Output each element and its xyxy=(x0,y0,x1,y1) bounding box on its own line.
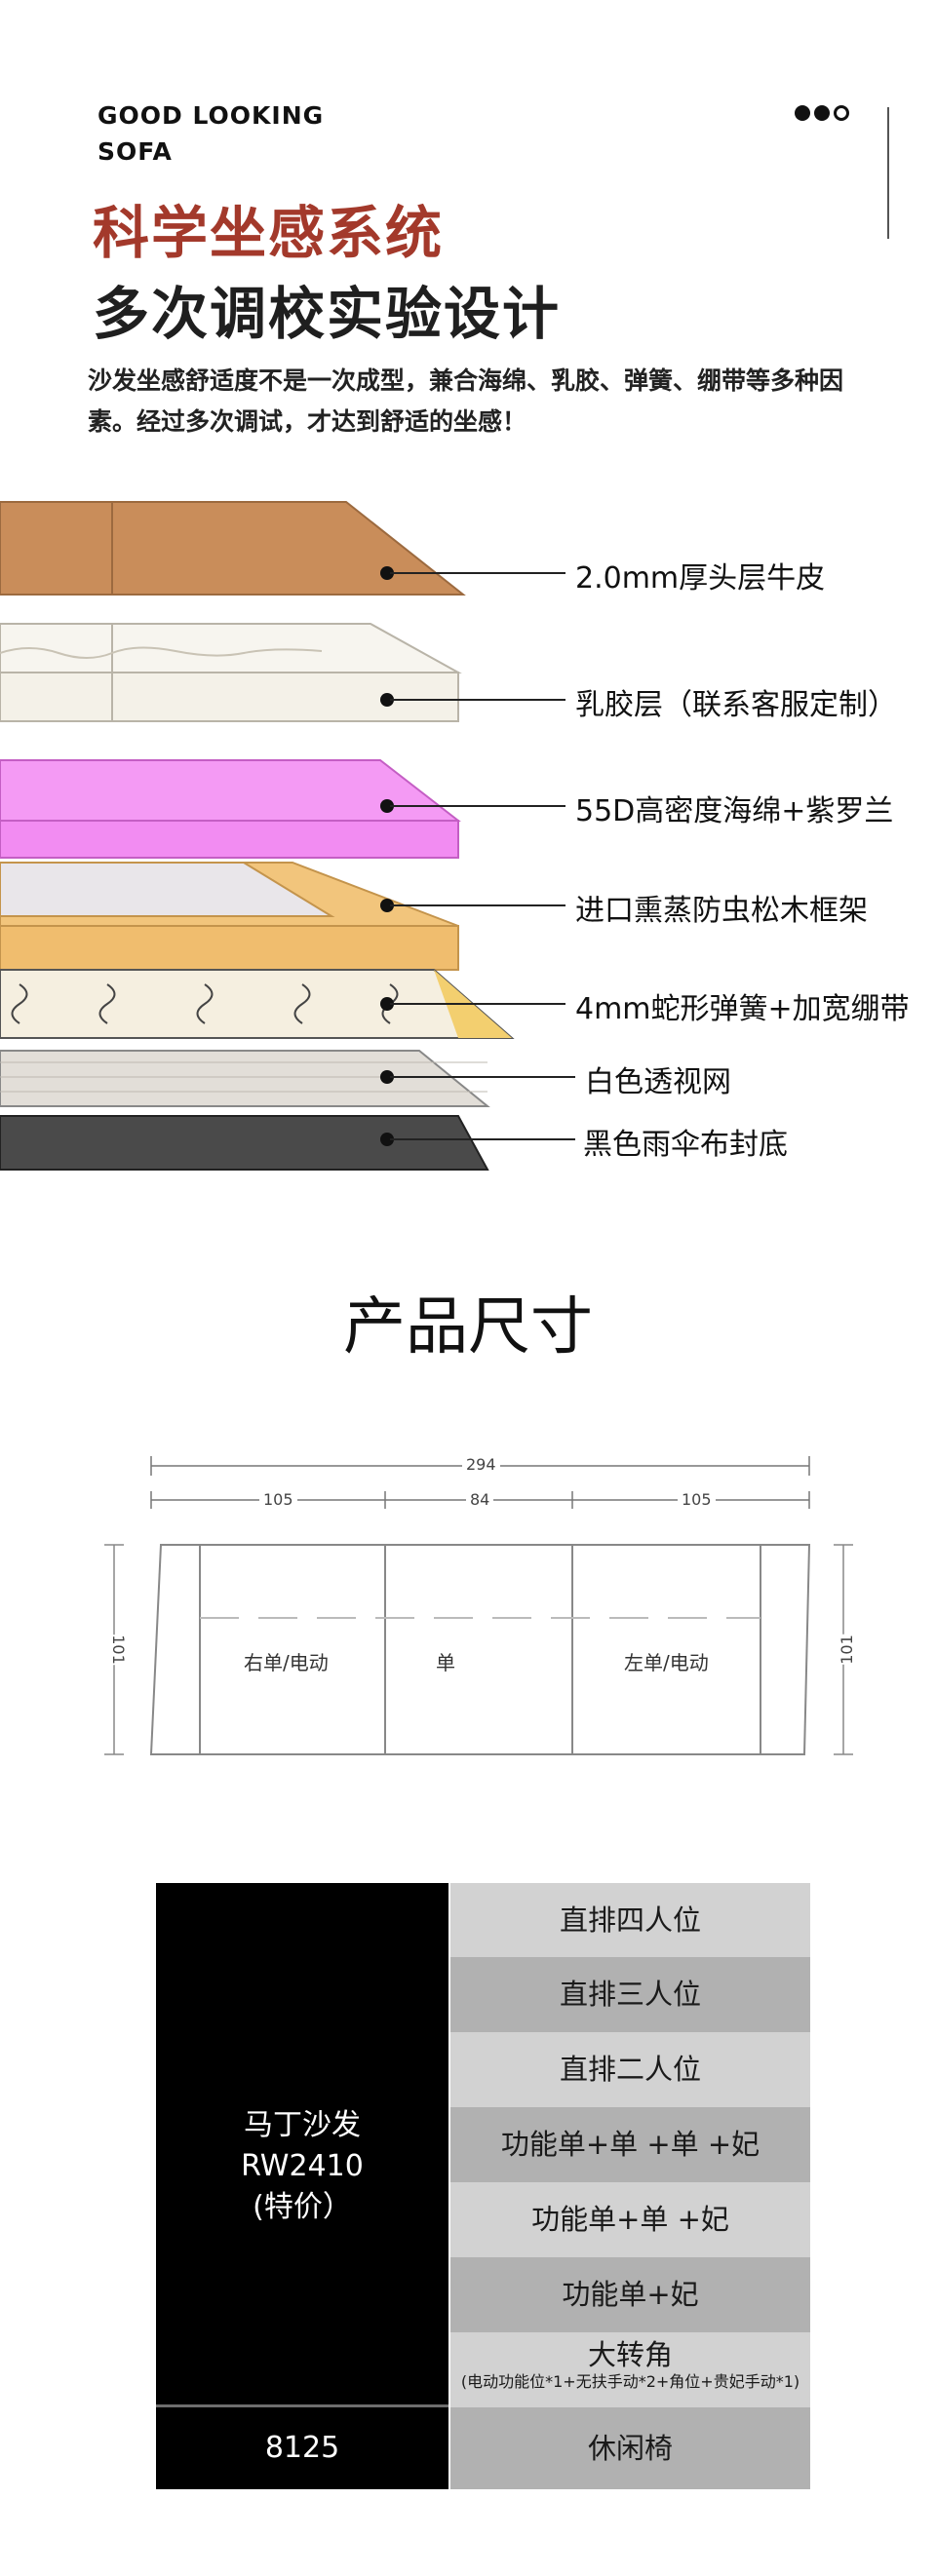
row-label: 功能单+单 +妃 xyxy=(531,2203,729,2236)
dim-seg-mid: 84 xyxy=(466,1490,494,1509)
table-row: 功能单+单 +单 +妃 xyxy=(450,2107,810,2182)
row-label: 直排二人位 xyxy=(559,2053,701,2086)
layer-label-leather: 2.0mm厚头层牛皮 xyxy=(575,561,826,596)
product-name-line-2: RW2410 xyxy=(241,2149,364,2183)
page-title-red: 科学坐感系统 xyxy=(93,200,445,266)
product-name-line-1: 马丁沙发 xyxy=(244,2108,361,2142)
product-name-line-3: (特价） xyxy=(253,2190,352,2224)
module-label-mid: 单 xyxy=(436,1651,455,1674)
layer-leader-6 xyxy=(390,1076,575,1078)
layer-label-springs: 4mm蛇形弹簧+加宽绷带 xyxy=(575,992,910,1026)
table-row: 直排三人位 xyxy=(450,1957,810,2032)
row-label: 大转角 xyxy=(587,2338,673,2371)
layer-label-latex: 乳胶层（联系客服定制） xyxy=(575,688,897,722)
more-dots-icon xyxy=(795,105,853,125)
dim-seg-right: 105 xyxy=(678,1490,716,1509)
dim-seg-left: 105 xyxy=(259,1490,297,1509)
module-label-left: 右单/电动 xyxy=(244,1651,329,1674)
layer-label-sponge: 55D高密度海绵+紫罗兰 xyxy=(575,794,894,828)
layer-marker-2 xyxy=(380,693,394,707)
layer-label-frame: 进口熏蒸防虫松木框架 xyxy=(575,894,868,928)
layer-leader-5 xyxy=(390,1003,566,1005)
table-row: 直排四人位 xyxy=(450,1883,810,1957)
layer-marker-3 xyxy=(380,799,394,813)
layer-marker-6 xyxy=(380,1070,394,1084)
layer-leader-7 xyxy=(390,1138,575,1140)
brand-logo-text: GOOD LOOKING SOFA xyxy=(98,97,410,170)
module-label-right: 左单/电动 xyxy=(624,1651,709,1674)
row-label: 休闲椅 xyxy=(587,2432,673,2465)
layer-marker-7 xyxy=(380,1133,394,1146)
layer-diagram: 2.0mm厚头层牛皮 乳胶层（联系客服定制） 55D高密度海绵+紫罗兰 进口熏蒸… xyxy=(0,497,936,1179)
layer-marker-5 xyxy=(380,997,394,1011)
dimensions-title: 产品尺寸 xyxy=(343,1291,593,1364)
layer-label-base: 黑色雨伞布封底 xyxy=(583,1128,788,1162)
brand-line-1: GOOD LOOKING xyxy=(98,101,325,130)
row-label: 直排三人位 xyxy=(559,1978,701,2011)
layer-marker-4 xyxy=(380,899,394,912)
table-row: 直排二人位 xyxy=(450,2032,810,2107)
dim-depth-left: 101 xyxy=(108,1634,128,1665)
layer-leader-2 xyxy=(390,699,566,701)
product-name-cell: 马丁沙发 RW2410 (特价） xyxy=(156,1883,448,2404)
layer-label-mesh: 白色透视网 xyxy=(585,1065,731,1099)
table-divider xyxy=(156,2404,448,2407)
row-label: 功能单+妃 xyxy=(562,2278,699,2311)
decorative-divider xyxy=(887,107,889,239)
brand-line-2: SOFA xyxy=(98,137,173,166)
layer-marker-1 xyxy=(380,566,394,580)
dim-total-width: 294 xyxy=(462,1455,500,1474)
page-title-black: 多次调校实验设计 xyxy=(93,281,562,347)
table-row: 功能单+妃 xyxy=(450,2257,810,2332)
intro-paragraph: 沙发坐感舒适度不是一次成型，兼合海绵、乳胶、弹簧、绷带等多种因素。经过多次调试，… xyxy=(88,366,844,436)
table-row: 功能单+单 +妃 xyxy=(450,2182,810,2257)
table-row: 大转角 (电动功能位*1+无扶手动*2+角位+贵妃手动*1) xyxy=(450,2332,810,2407)
layer-leader-3 xyxy=(390,805,566,807)
layer-leader-1 xyxy=(390,572,566,574)
row-label: 直排四人位 xyxy=(559,1903,701,1937)
row-label: 功能单+单 +单 +妃 xyxy=(500,2128,760,2161)
dim-depth-right: 101 xyxy=(837,1634,856,1665)
layer-leader-4 xyxy=(390,904,566,906)
row-sublabel: (电动功能位*1+无扶手动*2+角位+贵妃手动*1) xyxy=(460,2372,800,2391)
layer-illustration xyxy=(0,501,515,1171)
table-row: 休闲椅 xyxy=(450,2407,810,2489)
price-cell: 8125 xyxy=(156,2407,448,2489)
